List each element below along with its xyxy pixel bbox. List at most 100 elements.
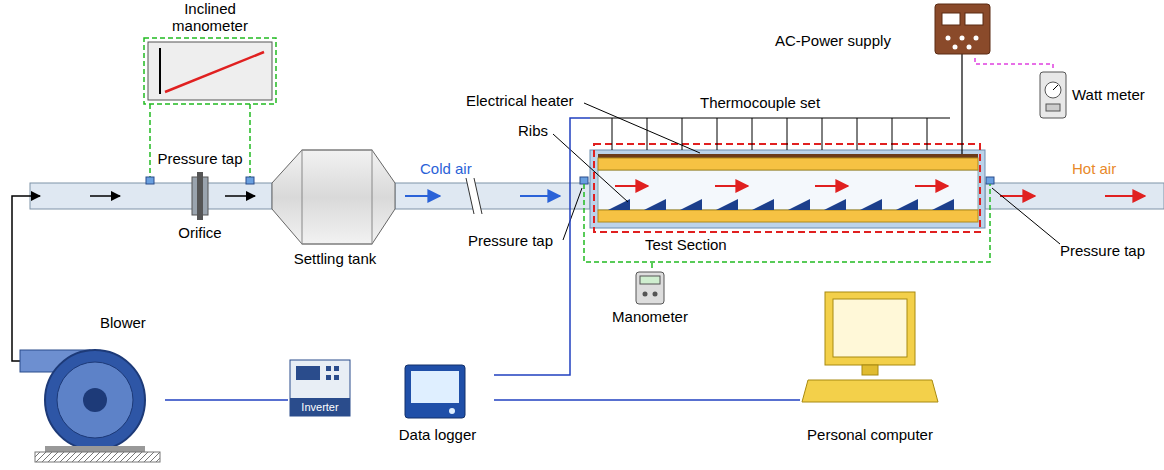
manometer-tube [150,104,250,177]
cold-air-arrow [405,196,560,197]
node-text: AC-Power supply [775,32,891,49]
settling-tank [272,150,395,244]
channel-flow-arrow [615,186,948,187]
watt-meter [1046,104,1060,111]
part-label: Thermocouple set [700,94,820,111]
node-text: Settling tank [268,250,402,267]
rib [680,199,702,210]
inverter-label: Inverter [288,358,356,418]
air-pipe [30,183,272,209]
inverter [326,366,331,371]
meter-label: Watt meter [1036,68,1150,122]
signal-wire [165,399,288,401]
part-label: Orifice [178,224,221,241]
orifice-plate [192,172,208,220]
leader-line [584,103,700,153]
thermocouple-wire [822,118,823,150]
pipe-break [466,178,482,214]
digital-manometer [636,272,664,304]
ac-power-supply [953,45,958,50]
thermocouple-wire [787,118,788,150]
ac-power-supply [935,4,990,54]
leader-line [563,188,582,240]
data-logger [405,365,465,418]
inverter [334,366,339,371]
settling-tank [302,150,372,244]
node-text: Personal computer [800,426,940,443]
ac-power-supply [935,4,990,54]
thermocouple-wire [752,118,753,150]
pressure-tap [246,177,254,184]
rib [788,199,810,210]
thermocouple-wire [717,118,718,150]
pressure-tap [580,177,588,184]
blower [83,388,107,412]
data-logger [405,365,465,418]
node-text: Blower [100,314,146,331]
inclined-manometer [148,42,272,100]
test-section-duct [590,150,985,228]
channel-flow-arrow [715,185,748,187]
data-logger [449,408,455,414]
watt-meter [1045,82,1061,98]
part-label: Pressure tap [1060,242,1145,259]
digital-manometer [653,292,658,297]
personal-computer [802,292,938,402]
manometer-tube [149,104,151,177]
hot-air-arrow [1000,195,1035,197]
blower-label: Blower [30,312,165,464]
leader-line [553,134,628,202]
ac-power-supply [960,36,965,41]
inclined-manometer [144,38,276,104]
leader-line [992,188,1060,244]
digital-manometer [640,276,660,284]
part-label: Electrical heater [466,92,574,109]
pressure-line [584,184,990,262]
signal-wire [651,262,653,268]
hot-air-arrow [1105,195,1145,197]
watt-meter [1040,72,1066,118]
test-section: Test Section [590,114,985,262]
rib [644,199,666,210]
digital-manometer [643,292,648,297]
node-text: Data logger [385,426,490,443]
personal-computer [833,299,907,357]
air-pipe [985,183,1164,209]
ac-power-supply [965,13,983,25]
return-air-line [225,195,255,197]
thermocouple-wire [612,118,613,150]
orifice-plate [197,172,203,220]
leader-line [553,103,1060,244]
manometer-tube [249,104,251,177]
heater-plate [598,158,978,170]
channel-flow-arrow [615,185,648,187]
rib [932,199,954,210]
rib [896,199,918,210]
pipe-break [466,178,482,214]
logger-label: Data logger [385,360,494,446]
blower [45,350,145,450]
thermocouple-wire [590,118,950,150]
hot-air-arrow [1000,196,1145,197]
inverter [296,366,320,380]
pipe-break [466,178,474,214]
thermocouple-wire [647,118,648,150]
personal-computer [862,365,878,375]
part-label: Cold air [420,160,472,177]
node-text: Manometer [610,308,690,325]
data-logger [411,371,459,403]
rib [860,199,882,210]
pressure-tap [986,177,994,184]
heater-wire [961,54,962,154]
ac-power-supply [946,36,951,41]
tank-label: Settling tank [268,145,406,272]
heater-plate [598,154,978,222]
blower [35,452,160,462]
heater-plate [598,210,978,222]
ac-power-supply [974,36,979,41]
node-text: Test Section [645,236,727,253]
node-text: Inclined manometer [160,0,260,34]
air-pipe [395,183,590,209]
watt-meter [1040,72,1066,118]
ac-power-supply [942,13,960,25]
